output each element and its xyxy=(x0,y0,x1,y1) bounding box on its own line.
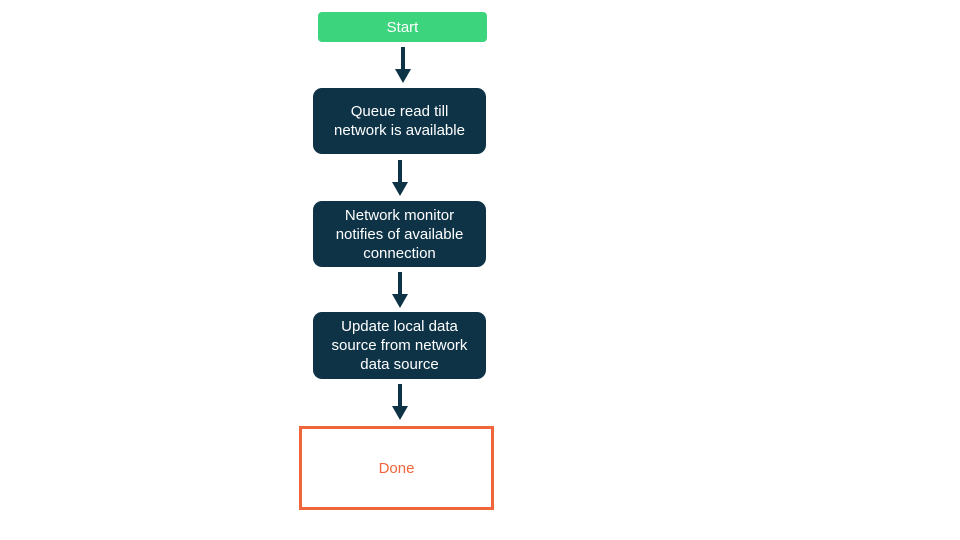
flow-node-done: Done xyxy=(299,426,494,510)
flow-arrow-monitor-to-update xyxy=(392,272,408,308)
flow-arrow-start-to-queue xyxy=(395,47,411,83)
arrow-shaft xyxy=(398,272,402,294)
flow-arrow-update-to-done xyxy=(392,384,408,420)
arrow-head-icon xyxy=(392,406,408,420)
flow-node-start: Start xyxy=(318,12,487,42)
arrow-shaft xyxy=(401,47,405,69)
flow-node-update-local-data: Update local data source from network da… xyxy=(313,312,486,379)
arrow-head-icon xyxy=(392,294,408,308)
arrow-shaft xyxy=(398,160,402,182)
arrow-head-icon xyxy=(392,182,408,196)
flow-arrow-queue-to-monitor xyxy=(392,160,408,196)
flow-node-network-monitor: Network monitor notifies of available co… xyxy=(313,201,486,267)
arrow-head-icon xyxy=(395,69,411,83)
flow-node-queue-read-label: Queue read till network is available xyxy=(334,103,465,139)
flow-node-start-label: Start xyxy=(386,18,419,36)
arrow-shaft xyxy=(398,384,402,406)
flow-node-done-label: Done xyxy=(378,459,415,477)
flow-node-queue-read: Queue read till network is available xyxy=(313,88,486,154)
flow-node-update-local-data-label: Update local data source from network da… xyxy=(331,318,468,373)
flow-node-network-monitor-label: Network monitor notifies of available co… xyxy=(335,206,464,262)
